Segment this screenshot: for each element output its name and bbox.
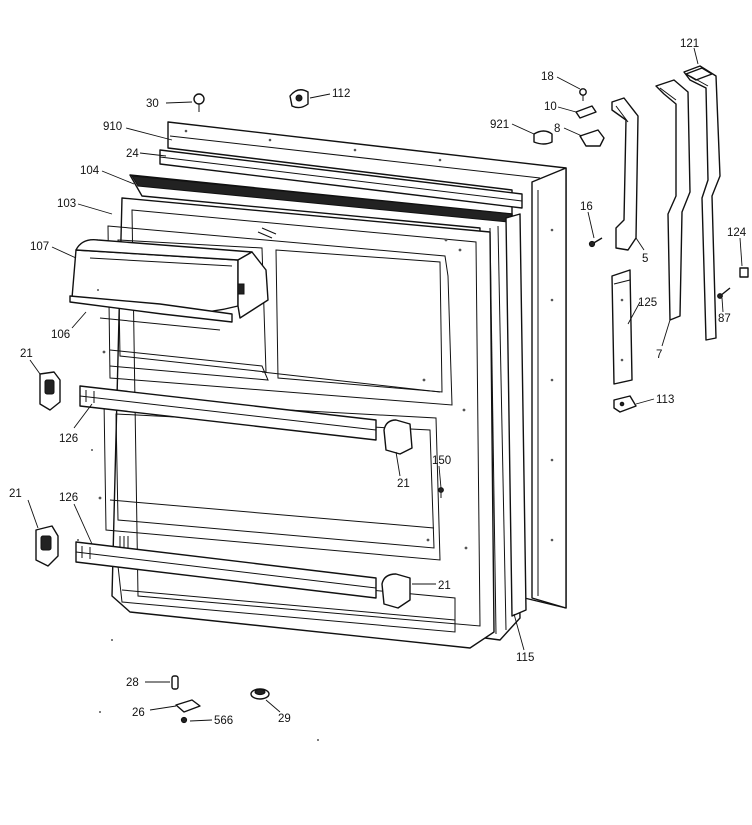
door-stop-bracket (611, 97, 639, 251)
bracket-113 (613, 395, 637, 413)
label-30: 30 (146, 98, 159, 110)
upper-shelf-bar (79, 385, 377, 441)
label-26: 26 (132, 707, 145, 719)
label-21-upper-right: 21 (397, 478, 410, 490)
label-18: 18 (541, 71, 554, 83)
label-87: 87 (718, 313, 731, 325)
label-24: 24 (126, 148, 139, 160)
label-921: 921 (490, 119, 509, 131)
plug-112 (289, 89, 309, 109)
label-112: 112 (332, 88, 350, 100)
label-107: 107 (30, 241, 49, 253)
label-10: 10 (544, 101, 557, 113)
part-labels: 5 7 8 10 16 18 21 21 21 21 24 26 28 29 3… (9, 38, 747, 727)
handle-cover (611, 269, 633, 385)
door-trim-strip (159, 149, 523, 209)
stop-29 (250, 688, 270, 700)
plate-26 (175, 699, 201, 713)
label-21-lower-left: 21 (9, 488, 22, 500)
label-126-lower: 126 (59, 492, 78, 504)
label-106: 106 (51, 329, 70, 341)
screw-30 (193, 93, 205, 112)
label-113: 113 (656, 394, 674, 406)
label-29: 29 (278, 713, 291, 725)
label-103: 103 (57, 198, 76, 210)
screw-566 (180, 716, 188, 724)
label-21-upper-left: 21 (20, 348, 33, 360)
label-121: 121 (680, 38, 699, 50)
label-125: 125 (638, 297, 657, 309)
screw-18 (579, 88, 587, 101)
label-124: 124 (727, 227, 747, 239)
label-566: 566 (214, 715, 233, 727)
bracket-10 (575, 105, 597, 119)
label-115: 115 (516, 652, 534, 664)
dairy-compartment-door (71, 227, 277, 319)
label-28: 28 (126, 677, 139, 689)
label-910: 910 (103, 121, 122, 133)
label-8: 8 (554, 123, 560, 135)
label-104: 104 (80, 165, 100, 177)
magnetic-strip (505, 213, 527, 617)
shelf-support-cap-lower-left (35, 525, 59, 567)
shelf-support-cap-upper-left (39, 371, 61, 411)
door-handle-left (655, 79, 691, 321)
lower-shelf-bar (75, 541, 377, 599)
bracket-8 (579, 129, 605, 147)
leader-lines (27, 47, 743, 722)
screw-150 (438, 487, 444, 498)
pin-28 (171, 675, 179, 690)
cap-124 (739, 267, 749, 278)
cap-921 (533, 130, 553, 145)
screw-87 (717, 287, 731, 299)
label-126-upper: 126 (59, 433, 78, 445)
label-21-lower-right: 21 (438, 580, 451, 592)
screw-16 (588, 237, 603, 248)
label-7: 7 (656, 349, 662, 361)
dairy-shelf (69, 295, 233, 331)
label-5: 5 (642, 253, 648, 265)
door-handle-right (683, 65, 721, 341)
label-150: 150 (432, 455, 451, 467)
label-16: 16 (580, 201, 593, 213)
shelf-support-cap-upper-right (383, 419, 413, 455)
shelf-support-cap-lower-right (381, 573, 411, 609)
